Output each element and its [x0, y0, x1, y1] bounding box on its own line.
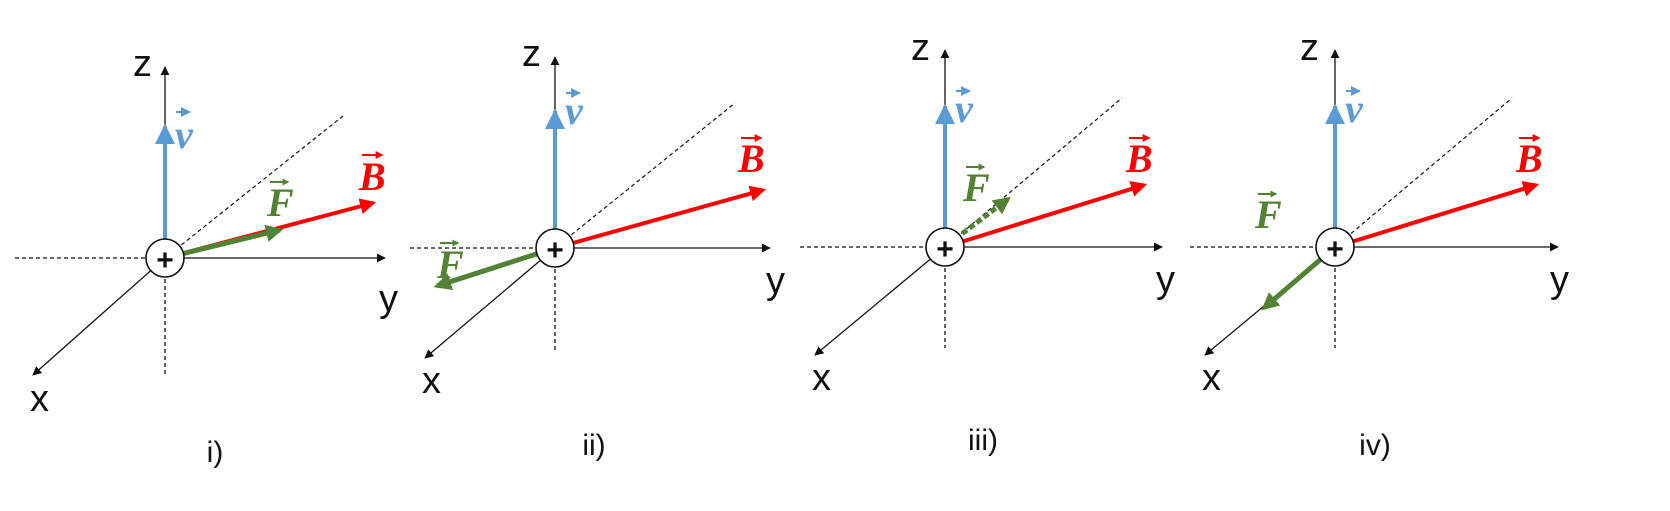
panel-caption: i): [207, 436, 224, 469]
magnetic-field-vector: [554, 185, 767, 250]
y-axis-label: y: [1550, 259, 1569, 301]
charge-circle: [1315, 227, 1355, 267]
y-axis-label: y: [766, 260, 785, 302]
panel-caption: ii): [582, 429, 605, 462]
force-vector: [953, 196, 1011, 241]
force-label: F: [962, 165, 990, 210]
charge-symbol: +: [546, 234, 564, 267]
panel-i: + z y x v F B i): [15, 43, 398, 469]
diagonal-guide: [944, 97, 1123, 248]
z-axis-label: z: [133, 43, 152, 85]
magnetic-field-vector: [1334, 181, 1540, 249]
x-axis: [424, 247, 556, 359]
force-vector: [433, 245, 556, 291]
z-axis-label: z: [911, 27, 930, 69]
field-label: B: [1515, 136, 1543, 181]
charge-symbol: +: [936, 233, 954, 266]
x-axis-label: x: [812, 357, 831, 399]
field-label: B: [358, 154, 386, 199]
z-axis-label: z: [522, 33, 541, 75]
x-axis: [32, 257, 166, 376]
charge-symbol: +: [156, 244, 174, 277]
panel-caption: iv): [1359, 429, 1391, 462]
force-label-iv-real: F: [1254, 192, 1282, 237]
force-label: F: [436, 242, 464, 287]
panel-ii: + z y x v F B ii): [410, 33, 785, 462]
velocity-label: v: [565, 88, 584, 133]
panel-iii: + z y x v F B iii): [800, 27, 1175, 457]
velocity-label: v: [1345, 86, 1364, 131]
velocity-label: v: [175, 112, 194, 157]
y-axis-label: y: [1156, 259, 1175, 301]
z-axis-label: z: [1300, 27, 1319, 69]
x-axis-label: x: [422, 360, 441, 402]
panel-caption: iii): [968, 424, 998, 457]
charge-circle: [145, 238, 185, 278]
x-axis-label: x: [30, 378, 49, 420]
x-axis: [814, 246, 946, 356]
field-label: B: [1125, 136, 1153, 181]
charge-circle: [535, 228, 575, 268]
diagonal-guide: [554, 102, 736, 249]
x-axis-label: x: [1202, 357, 1221, 399]
diagonal-guide: [164, 115, 344, 259]
velocity-label: v: [955, 86, 974, 131]
force-label: F: [266, 180, 294, 225]
charge-circle: [925, 227, 965, 267]
magnetic-field-vector: [944, 181, 1148, 249]
field-label: B: [737, 136, 765, 181]
y-axis-label: y: [379, 278, 398, 320]
diagonal-guide: [1334, 97, 1513, 248]
charge-symbol: +: [1326, 233, 1344, 266]
panel-iv: + z y x v F B iv): [1190, 27, 1569, 462]
